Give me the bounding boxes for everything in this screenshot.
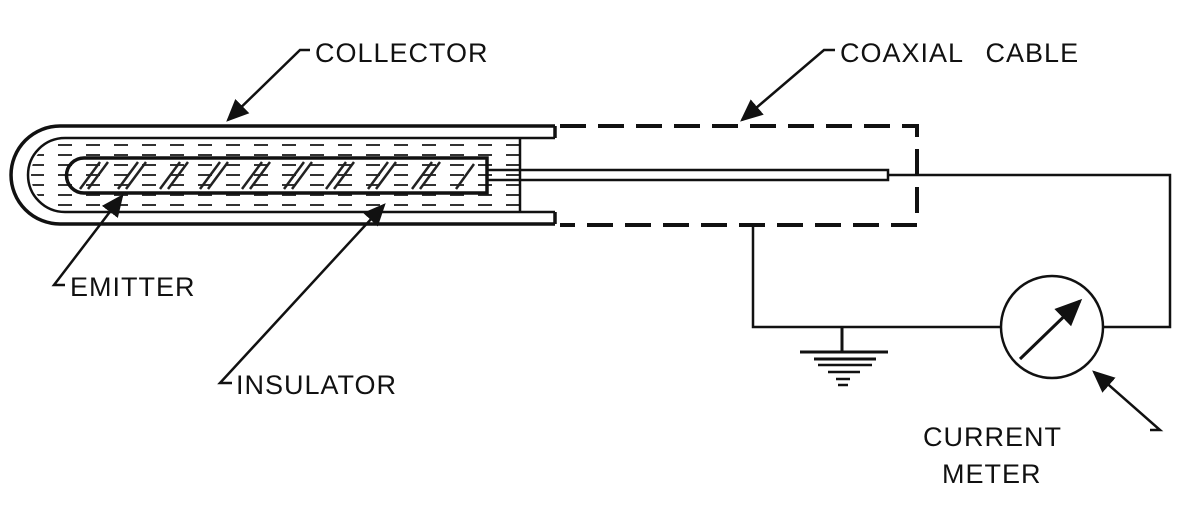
- collector: [9, 124, 557, 226]
- coaxial-cable-label: COAXIAL CABLE: [840, 38, 1079, 68]
- insulator-label: INSULATOR: [236, 370, 397, 400]
- current-meter-label-line2: METER: [942, 459, 1042, 489]
- collector-label: COLLECTOR: [315, 38, 489, 68]
- ground-icon: [800, 327, 888, 387]
- label-leaders: [51, 48, 1164, 432]
- emitter: [64, 156, 489, 195]
- insulator: [31, 138, 522, 212]
- current-meter-label-line1: CURRENT: [923, 422, 1062, 452]
- signal-wire: [888, 173, 1172, 329]
- current-meter-icon: [999, 274, 1105, 380]
- center-conductor: [487, 168, 890, 182]
- emitter-label: EMITTER: [70, 272, 196, 302]
- ground-wire: [751, 225, 1000, 329]
- coaxial-cable-shield: [560, 124, 919, 227]
